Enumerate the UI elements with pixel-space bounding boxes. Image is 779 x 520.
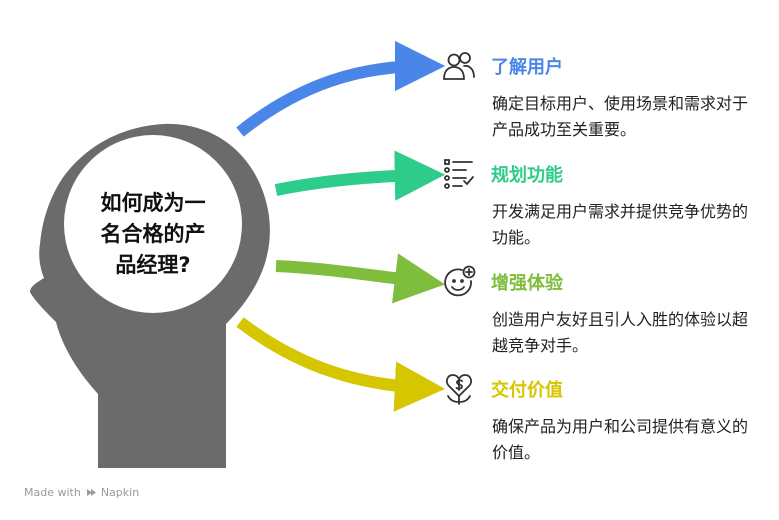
smiley-plus-icon	[444, 265, 476, 297]
central-question-line: 名合格的产	[100, 222, 206, 246]
item-enhance-experience: 增强体验 创造用户友好且引人入胜的体验以超越竞争对手。	[442, 265, 772, 359]
item-understand-users: 了解用户 确定目标用户、使用场景和需求对于产品成功至关重要。	[442, 49, 772, 143]
watermark-prefix: Made with	[24, 486, 81, 499]
item-plan-features: 规划功能 开发满足用户需求并提供竞争优势的功能。	[442, 157, 772, 251]
item-description: 确保产品为用户和公司提供有意义的价值。	[492, 417, 749, 462]
watermark-brand: Napkin	[100, 486, 140, 499]
arrow-enhance-experience	[275, 253, 446, 304]
watermark: Made with Napkin	[24, 486, 139, 499]
item-description: 确定目标用户、使用场景和需求对于产品成功至关重要。	[492, 94, 749, 139]
item-title: 增强体验	[491, 273, 563, 294]
central-question-line: 如何成为一	[100, 191, 206, 215]
item-description: 创造用户友好且引人入胜的体验以超越竞争对手。	[492, 310, 749, 355]
item-deliver-value: 交付价值 确保产品为用户和公司提供有意义的价值。	[442, 372, 772, 466]
item-title: 交付价值	[491, 380, 563, 401]
item-title: 了解用户	[491, 57, 563, 78]
title-circle	[64, 135, 242, 313]
users-icon	[443, 52, 475, 80]
central-question-line: 品经理?	[115, 253, 191, 277]
napkin-logo-icon	[86, 489, 96, 496]
list-icon	[444, 159, 474, 189]
central-question: 如何成为一 名合格的产 品经理?	[78, 188, 228, 281]
arrow-deliver-value	[236, 317, 446, 412]
heart-dollar-icon	[446, 374, 472, 405]
arrow-understand-users	[236, 40, 446, 137]
item-description: 开发满足用户需求并提供竞争优势的功能。	[492, 202, 749, 247]
arrow-plan-features	[274, 150, 446, 201]
item-title: 规划功能	[491, 165, 563, 186]
